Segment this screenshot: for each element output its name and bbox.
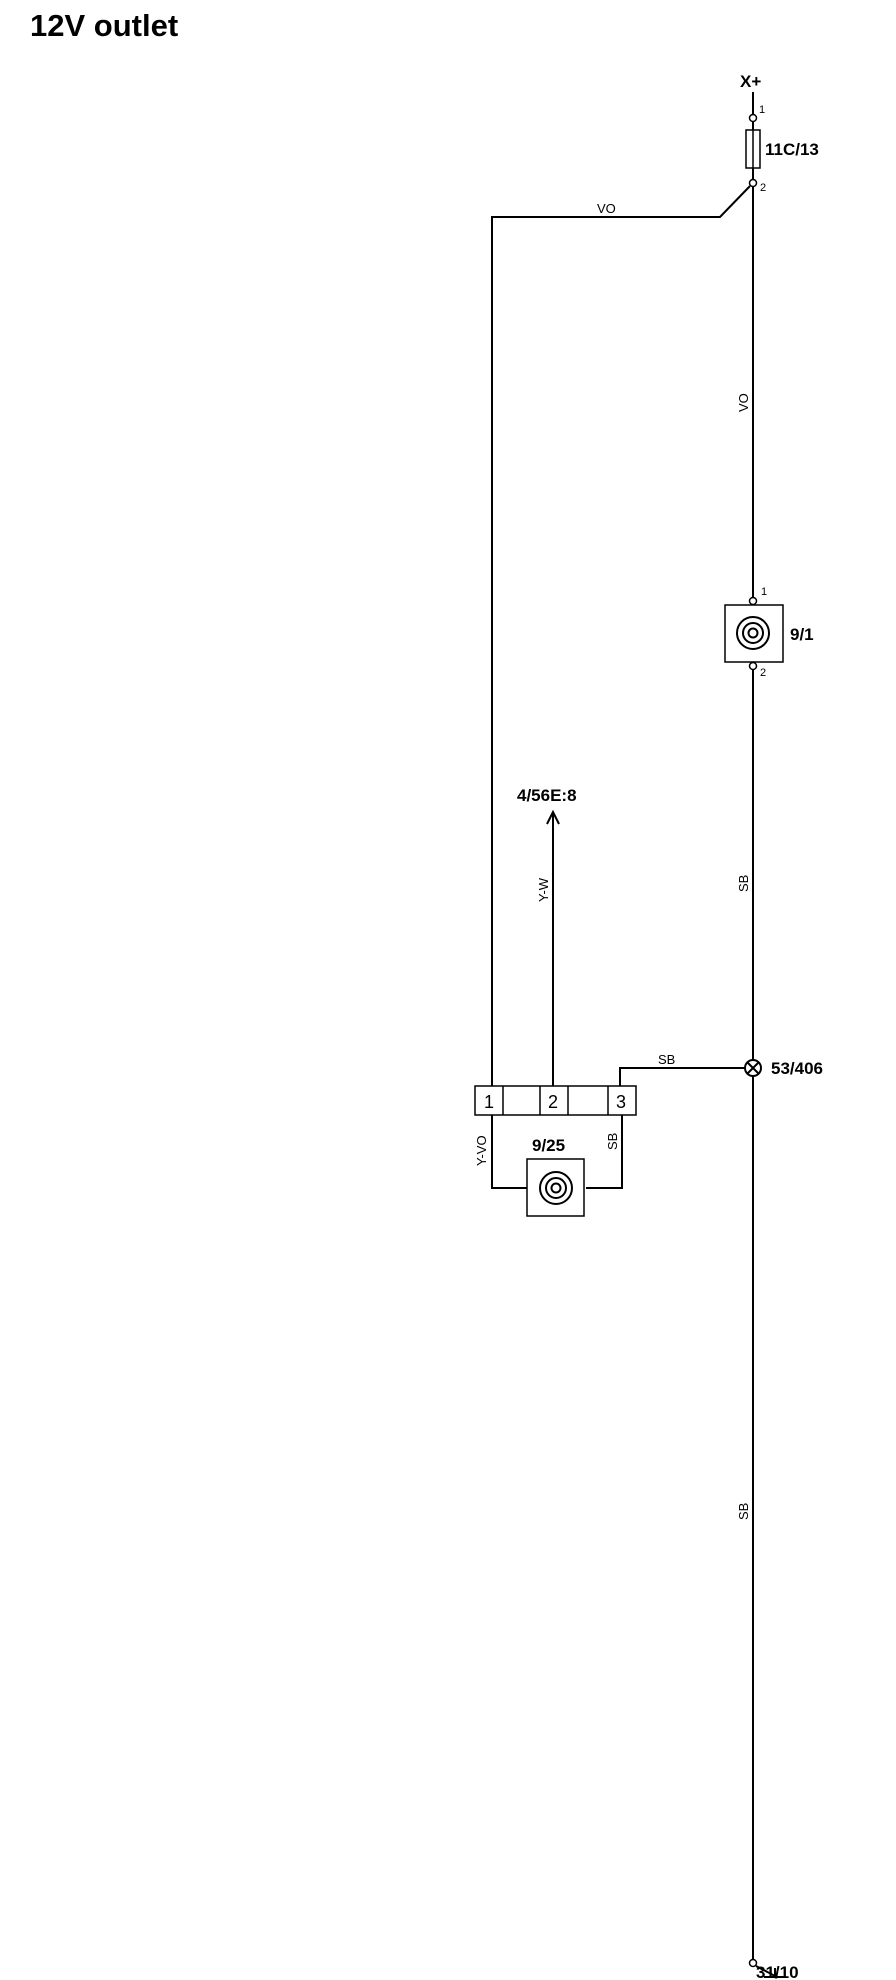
ground-icon [755, 1965, 786, 1978]
connector-pin-2: 2 [548, 1092, 558, 1112]
supply-label: X+ [740, 72, 761, 91]
supply-pin-1 [748, 113, 758, 123]
splice-icon [744, 1059, 762, 1077]
wire-y-vo-label: Y-VO [474, 1135, 489, 1166]
splice-label: 53/406 [771, 1059, 823, 1078]
page-title: 12V outlet [30, 8, 179, 43]
socket-icon [539, 1171, 573, 1205]
fuse-pin-2-label: 2 [760, 182, 766, 194]
connector-pin-1: 1 [484, 1092, 494, 1112]
connector-pin-3: 3 [616, 1092, 626, 1112]
outlet-secondary-label: 9/25 [532, 1136, 565, 1155]
reference-label: 4/56E:8 [517, 786, 577, 805]
wire-sb-branch [619, 1067, 745, 1086]
wire-y-vo [491, 1115, 540, 1189]
wire-sb-upper-label: SB [736, 875, 751, 892]
outlet-main-label: 9/1 [790, 625, 814, 644]
wire-sb-outlet [586, 1115, 623, 1189]
connector-block [474, 1085, 637, 1116]
outlet-main-pin-2-label: 2 [760, 667, 766, 679]
wire-sb-branch-label: SB [658, 1052, 675, 1067]
socket-icon [736, 616, 770, 650]
wire-sb-outlet-label: SB [605, 1133, 620, 1150]
outlet-main-pin-2 [748, 661, 758, 671]
wire-vo-left [491, 185, 751, 1086]
fuse-pin-2 [748, 178, 758, 188]
wire-vo-horizontal-label: VO [597, 201, 616, 216]
supply-pin-1-label: 1 [759, 104, 765, 116]
ground-label: 31/10 [756, 1963, 799, 1980]
arrow-up-icon [546, 809, 560, 825]
outlet-main-pin-1-label: 1 [761, 586, 767, 598]
wire-vo-vertical-label: VO [736, 393, 751, 412]
ground-pin [748, 1958, 758, 1968]
fuse-label: 11C/13 [765, 140, 819, 159]
wire-y-w-label: Y-W [536, 877, 551, 902]
wire-sb-lower-label: SB [736, 1503, 751, 1520]
outlet-main-pin-1 [748, 596, 758, 606]
